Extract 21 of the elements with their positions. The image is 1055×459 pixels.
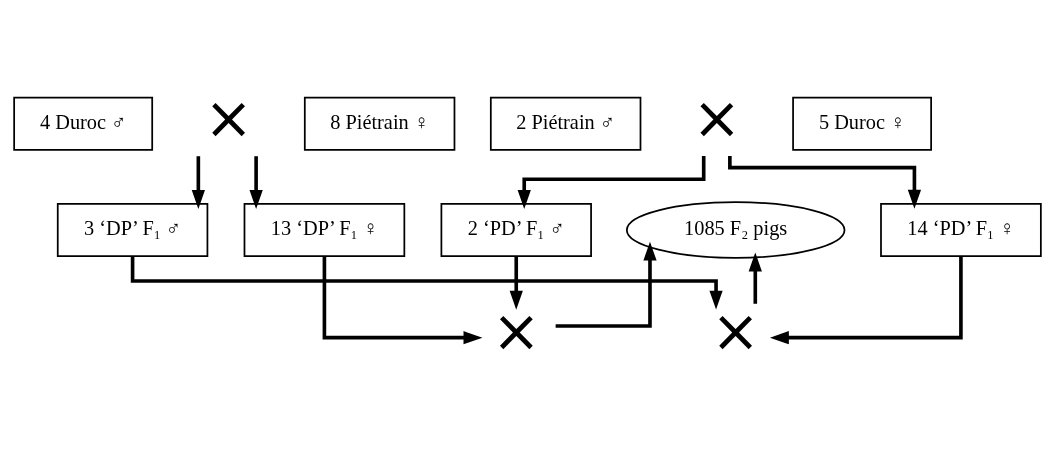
node-text: × bbox=[491, 296, 541, 365]
node-text: × bbox=[711, 296, 761, 365]
node-box: 8 Piétrain ♀ bbox=[303, 96, 456, 151]
arrow bbox=[555, 241, 657, 328]
node-box: 14 ‘PD’ F₁ ♀ bbox=[880, 202, 1042, 257]
arrow bbox=[191, 155, 205, 209]
node-box: 3 ‘DP’ F₁ ♂ bbox=[56, 202, 209, 257]
arrow bbox=[509, 255, 523, 310]
node-box: 5 Duroc ♀ bbox=[792, 96, 932, 151]
node-text: × bbox=[692, 83, 742, 152]
arrow bbox=[517, 155, 706, 209]
arrow bbox=[769, 256, 963, 344]
node-box: 2 ‘PD’ F₁ ♂ bbox=[440, 202, 592, 257]
arrow bbox=[322, 256, 483, 344]
arrow bbox=[249, 155, 263, 209]
node-box: 4 Duroc ♂ bbox=[13, 96, 154, 151]
arrow bbox=[748, 251, 762, 304]
node-box: 13 ‘DP’ F₁ ♀ bbox=[243, 202, 406, 257]
node-box: 2 Piétrain ♂ bbox=[489, 96, 642, 151]
arrow bbox=[130, 256, 723, 310]
node-text: × bbox=[204, 83, 253, 152]
